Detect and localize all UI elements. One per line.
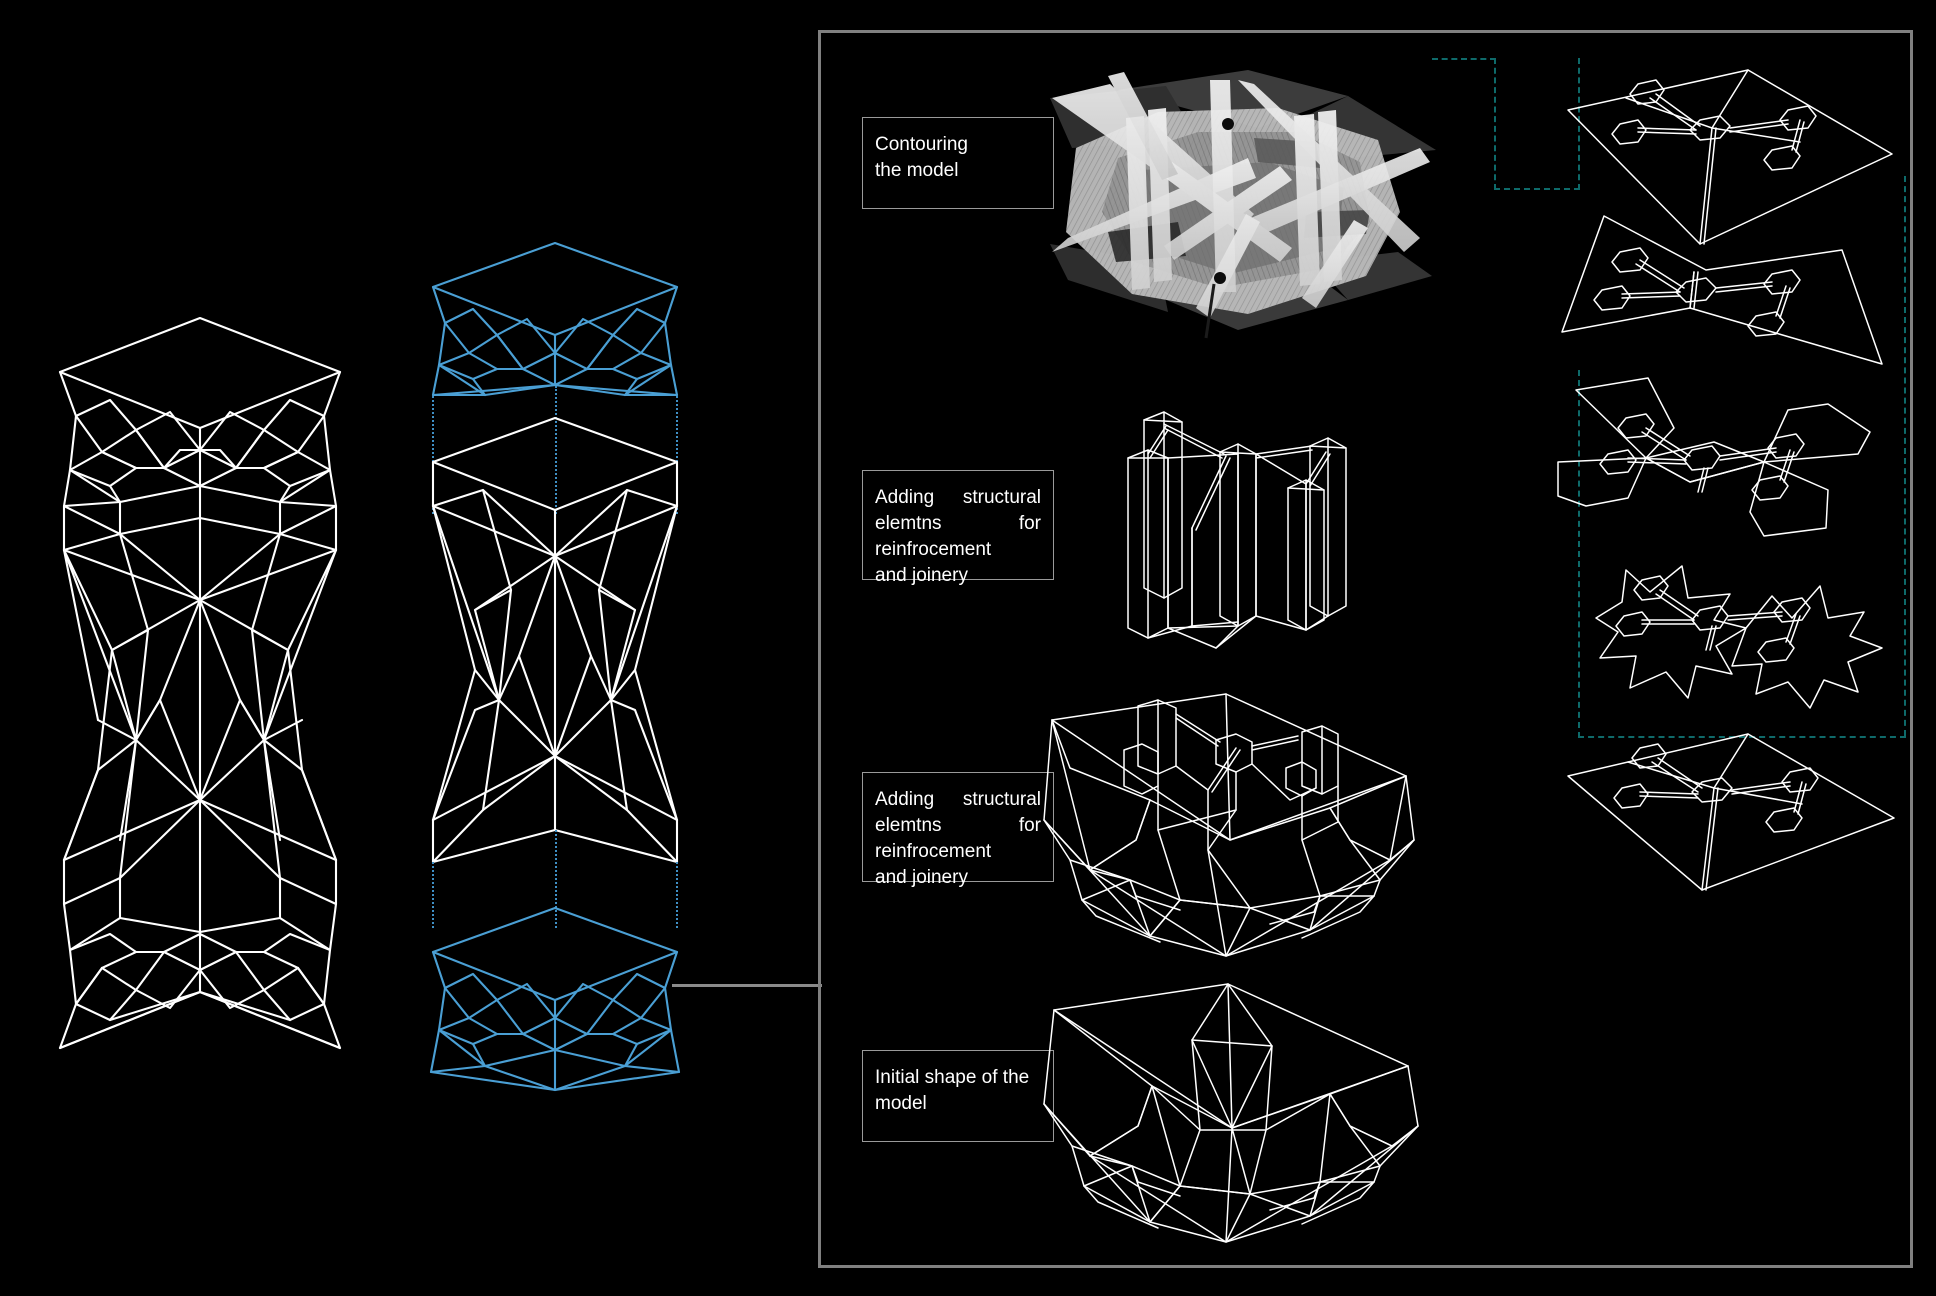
joint-plate-pinwheel [1557,377,1871,537]
connector-contour-drop [1578,58,1580,190]
caption-line: reinfrocement [875,841,992,862]
connector-plate-stack-bottom [1578,736,1906,738]
structural-elements-detail [1127,411,1347,649]
explode-guide-left-top [432,396,434,514]
explode-guide-right-bottom [676,862,678,928]
caption-line: the model [875,160,959,181]
connector-contour-to-plates [1494,188,1580,190]
caption-line: elemtns for [875,815,1041,836]
caption-line: Contouring [875,134,968,155]
explode-guide-mid-top [555,386,557,514]
caption-initial-shape: Initial shape of the model [862,1050,1054,1142]
caption-line: model [875,1093,927,1114]
initial-shape-model [1043,983,1419,1243]
exploded-column-bottom-cap [429,906,681,1092]
caption-line: Adding structural [875,487,1041,508]
structural-elements-assembly [1043,693,1415,957]
connector-plate-stack-right [1904,176,1906,736]
caption-line: elemtns for [875,513,1041,534]
joint-plate-star [1595,565,1883,709]
contoured-render [1050,70,1436,339]
assembled-column [58,316,342,1050]
joint-plate-parallelogram-bottom [1567,733,1895,891]
caption-contouring: Contouring the model [862,117,1054,209]
caption-line: Adding structural [875,789,1041,810]
connector-contour-top [1432,58,1496,60]
caption-line: Initial shape of the [875,1067,1030,1088]
process-panel [818,30,1913,1268]
caption-structural-assembly: Adding structural elemtns for reinfrocem… [862,772,1054,888]
joint-plate-parallelogram-top [1567,69,1893,245]
caption-line: reinfrocement [875,539,992,560]
caption-line: and joinery [875,565,968,586]
caption-structural-detail: Adding structural elemtns for reinfrocem… [862,470,1054,586]
explode-guide-right-top [676,396,678,514]
explode-guide-left-bottom [432,862,434,928]
caption-line: and joinery [875,867,968,888]
panel-leader-line [672,984,822,987]
connector-plate-stack-left [1578,370,1580,738]
exploded-column-top-cap [431,241,679,397]
explode-guide-mid-bottom [555,830,557,928]
exploded-column-shaft [431,416,679,864]
connector-contour-vertical [1494,58,1496,190]
joint-plate-bowtie [1561,215,1883,365]
